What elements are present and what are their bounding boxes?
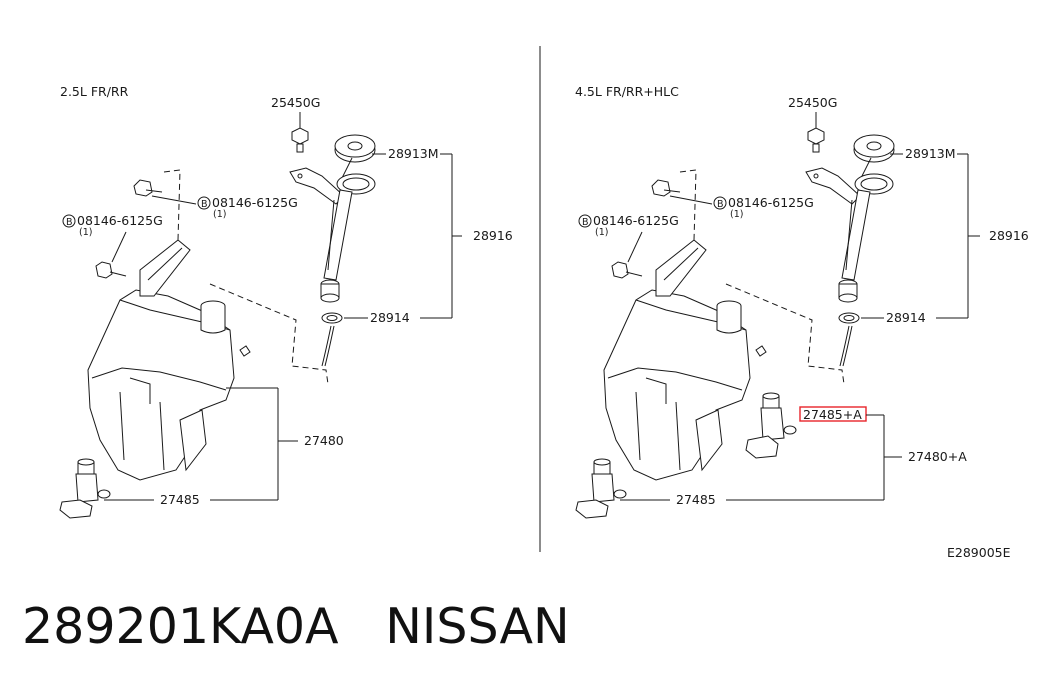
right-clip-25450g — [807, 127, 825, 153]
right-label-bolt-top: 08146-6125G — [728, 195, 814, 210]
left-label-28914: 28914 — [370, 310, 410, 325]
svg-text:B: B — [717, 199, 724, 210]
left-label-27480: 27480 — [304, 433, 344, 448]
right-label-bolt-top-qty: (1) — [730, 209, 743, 220]
right-label-28913m: 28913M — [905, 146, 956, 161]
left-bolt-left-marker — [62, 214, 76, 228]
right-variant-label: 4.5L FR/RR+HLC — [575, 84, 679, 99]
diagram-code: E289005E — [947, 545, 1011, 560]
left-clip-25450g — [291, 127, 309, 153]
left-bolt-left — [95, 261, 127, 279]
right-label-28916: 28916 — [989, 228, 1029, 243]
left-label-28913m: 28913M — [388, 146, 439, 161]
left-bolt-top — [133, 179, 197, 205]
right-label-28914: 28914 — [886, 310, 926, 325]
left-label-bolt-top-qty: (1) — [213, 209, 226, 220]
right-cap-28913m — [853, 134, 895, 179]
left-label-bolt-left: 08146-6125G — [77, 213, 163, 228]
left-pump-27485 — [59, 458, 111, 519]
left-panel: 2.5L FR/RR 25450G 28913M 28916 — [59, 84, 513, 519]
left-label-27485: 27485 — [160, 492, 200, 507]
right-bolt-top — [651, 179, 713, 205]
left-cap-28913m — [334, 134, 376, 179]
right-label-27485a: 27485+A — [803, 407, 862, 422]
left-label-28916: 28916 — [473, 228, 513, 243]
right-panel: 4.5L FR/RR+HLC 25450G 28913M 28916 — [575, 84, 1029, 519]
right-bolt-left-marker — [578, 214, 592, 228]
svg-text:B: B — [582, 217, 589, 228]
right-bolt-top-marker — [713, 196, 727, 210]
left-label-bolt-left-qty: (1) — [79, 227, 92, 238]
footer-brand: NISSAN — [385, 598, 570, 655]
right-label-bolt-left-qty: (1) — [595, 227, 608, 238]
svg-text:B: B — [201, 199, 208, 210]
right-label-25450g: 25450G — [788, 95, 837, 110]
right-filler-bracket — [805, 167, 861, 205]
left-reservoir-tank — [87, 239, 251, 481]
right-bolt-left — [611, 261, 643, 279]
footer-part-number: 289201KA0A — [22, 598, 339, 655]
right-pump-27485a — [745, 392, 797, 459]
left-label-25450g: 25450G — [271, 95, 320, 110]
left-label-bolt-top: 08146-6125G — [212, 195, 298, 210]
left-bolt-top-marker — [197, 196, 211, 210]
footer-caption: 289201KA0A NISSAN — [22, 598, 570, 655]
left-filler-neck-28916 — [320, 173, 376, 367]
svg-text:B: B — [66, 217, 73, 228]
right-pump-27485 — [575, 458, 627, 519]
left-variant-label: 2.5L FR/RR — [60, 84, 129, 99]
right-label-bolt-left: 08146-6125G — [593, 213, 679, 228]
right-label-27485: 27485 — [676, 492, 716, 507]
right-filler-neck-28916 — [838, 173, 894, 367]
right-label-27480a: 27480+A — [908, 449, 967, 464]
right-oring-28914 — [838, 312, 860, 324]
left-oring-28914 — [321, 312, 343, 324]
left-filler-bracket — [289, 167, 345, 205]
right-reservoir-tank — [603, 239, 767, 481]
right-highlight-27485a — [799, 406, 867, 422]
